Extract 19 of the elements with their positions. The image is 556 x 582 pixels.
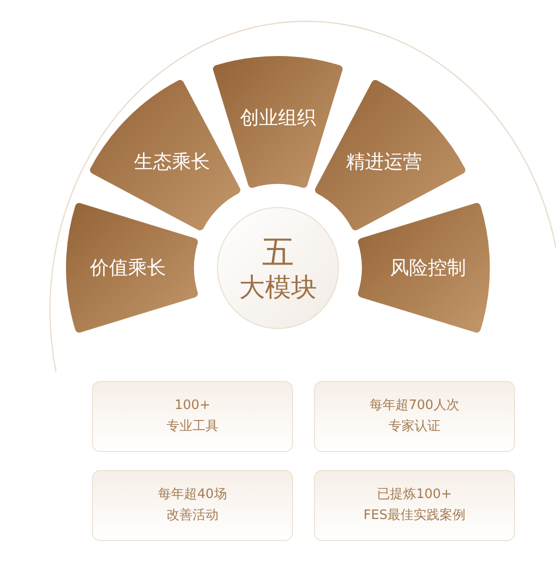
segment-label: 精进运营 xyxy=(346,150,422,175)
card-text: 每年超700人次 xyxy=(370,398,460,414)
card-text: 每年超40场 xyxy=(158,487,227,504)
center-title: 大模块 xyxy=(239,272,317,304)
segment-label: 价值乘长 xyxy=(90,256,166,281)
card-text: 已提炼100+ xyxy=(377,487,452,504)
info-card xyxy=(92,381,293,452)
segment-label: 创业组织 xyxy=(240,106,316,131)
info-card xyxy=(92,470,293,541)
card-text: 改善活动 xyxy=(166,508,218,524)
segment-label: 生态乘长 xyxy=(134,150,210,175)
center-title: 五 xyxy=(262,232,294,272)
card-text: FES最佳实践案例 xyxy=(364,508,466,524)
segment-label: 风险控制 xyxy=(390,256,466,281)
card-text: 100+ xyxy=(174,398,210,414)
card-text: 专家认证 xyxy=(388,418,440,435)
info-card xyxy=(314,470,515,541)
info-card xyxy=(314,381,515,452)
card-text: 专业工具 xyxy=(166,418,218,435)
